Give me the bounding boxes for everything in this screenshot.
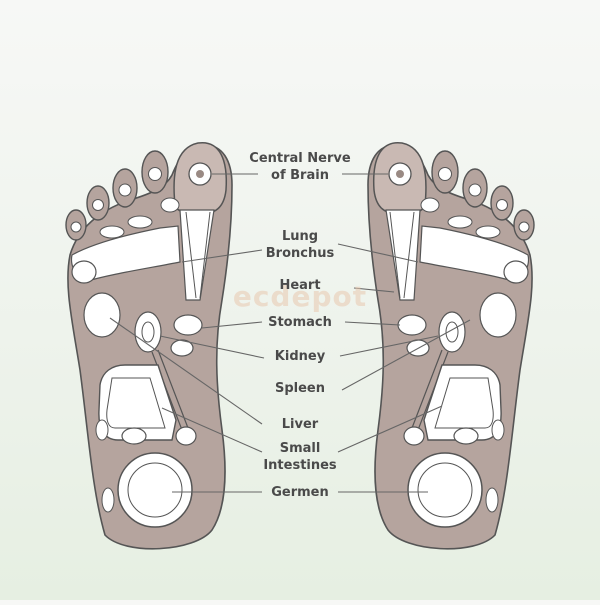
label-kidney: Kidney (274, 349, 326, 364)
leader-intestines-right (337, 405, 443, 453)
label-spleen: Spleen (274, 381, 325, 396)
leader-kidney-left (159, 335, 265, 359)
label-brain: Central Nerve of Brain (249, 151, 351, 183)
label-heart: Heart (279, 278, 321, 293)
leader-kidney-right (339, 335, 439, 357)
leader-lines (109, 173, 471, 493)
leader-intestines-left (161, 407, 263, 453)
watermark: ecdepot (232, 280, 368, 313)
label-germen: Germen (271, 485, 329, 500)
leader-liver-left (109, 317, 263, 425)
leader-stomach-left (201, 321, 263, 329)
leader-spleen-right (341, 319, 471, 391)
label-liver: Liver (281, 417, 319, 432)
leader-stomach-right (344, 321, 401, 326)
leader-lung-left (181, 249, 263, 263)
label-lung: Lung Bronchus (265, 229, 335, 261)
leader-lung-right (337, 243, 419, 263)
label-stomach: Stomach (268, 315, 332, 330)
leader-heart-right (353, 287, 395, 293)
label-intestines: Small Intestines (263, 441, 337, 473)
